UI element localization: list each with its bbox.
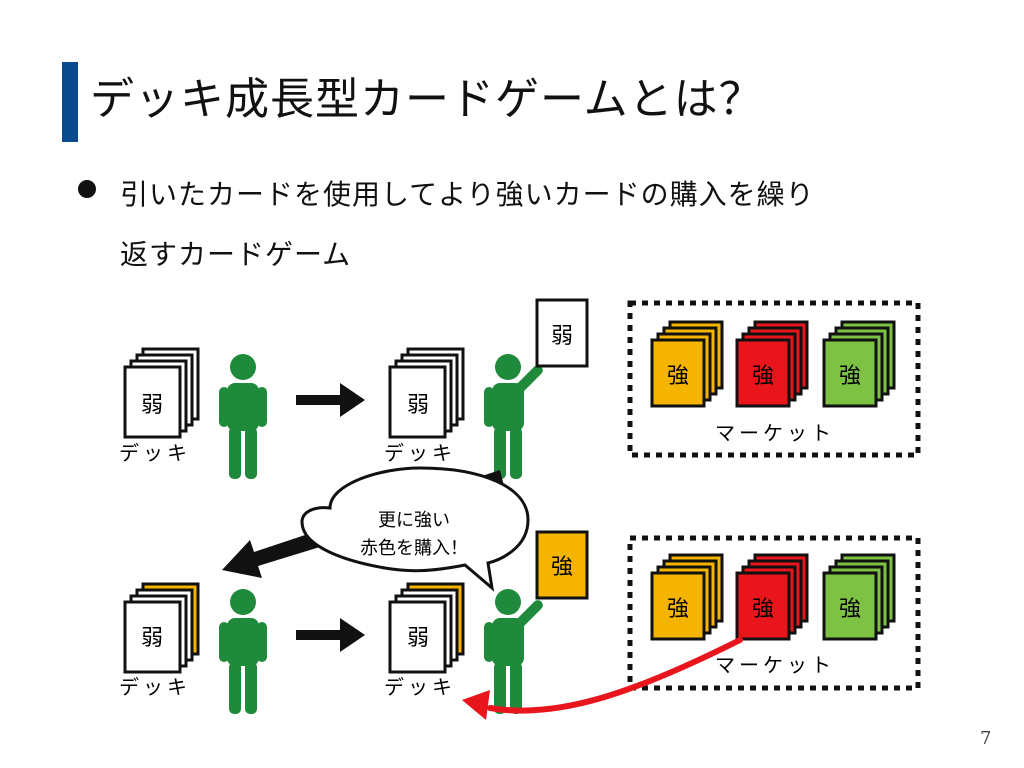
deck-card-label: 弱 [407, 626, 429, 651]
next-step-arrow [296, 618, 365, 652]
deck-label: デッキ [384, 441, 456, 465]
deck-label: デッキ [119, 441, 191, 465]
market-card-label: 強 [667, 364, 689, 389]
bullet-line-2: 返すカードゲーム [120, 238, 352, 271]
speech-line-1: 更に強い [378, 510, 450, 531]
purchase-arrow [487, 637, 743, 714]
market-card-red: 強 [735, 320, 809, 408]
market-card-label: 強 [752, 597, 774, 622]
market-card-label: 強 [839, 597, 861, 622]
drawn-card-label: 強 [551, 555, 573, 580]
player-figure [219, 589, 267, 714]
player-figure [219, 354, 267, 479]
slide-title: デッキ成長型カードゲームとは？ [90, 74, 764, 125]
deck-label: デッキ [384, 675, 456, 699]
market-bottom: 強 強 強 マーケット [627, 535, 921, 691]
market-card-yellow: 強 [650, 553, 724, 641]
deck-top-left: 弱 [123, 347, 200, 439]
speech-bubble: 更に強い 赤色を購入！ [300, 466, 530, 592]
market-top: 強 強 強 マーケット [627, 300, 921, 458]
market-card-green: 強 [822, 320, 896, 408]
market-label: マーケット [715, 421, 835, 445]
deck-bottom-left: 弱 [123, 582, 200, 674]
market-card-red: 強 [735, 553, 809, 641]
deck-top-middle: 弱 [388, 347, 465, 439]
title-accent-bar [62, 62, 78, 142]
market-card-yellow: 強 [650, 320, 724, 408]
deck-card-label: 弱 [141, 626, 163, 651]
bullet-dot [78, 180, 96, 198]
page-number: 7 [980, 728, 992, 749]
market-card-label: 強 [839, 364, 861, 389]
next-step-arrow [296, 383, 365, 417]
player-figure-raising-card [484, 589, 545, 714]
player-figure-raising-card [484, 354, 545, 479]
speech-line-2: 赤色を購入！ [360, 538, 468, 559]
market-label: マーケット [715, 653, 835, 677]
purchase-arrow-head [462, 690, 490, 720]
market-card-label: 強 [667, 597, 689, 622]
drawn-card-weak: 弱 [535, 298, 589, 368]
market-card-label: 強 [752, 364, 774, 389]
drawn-card-label: 弱 [551, 324, 573, 349]
deck-card-label: 弱 [407, 393, 429, 418]
bullet-text: 引いたカードを使用してより強いカードの購入を繰り 返すカードゲーム [120, 165, 970, 285]
deck-card-label: 弱 [141, 393, 163, 418]
deck-bottom-middle: 弱 [388, 582, 465, 674]
market-card-green: 強 [822, 553, 896, 641]
bullet-line-1: 引いたカードを使用してより強いカードの購入を繰り [120, 178, 815, 211]
drawn-card-strong: 強 [535, 530, 589, 600]
deck-label: デッキ [119, 675, 191, 699]
